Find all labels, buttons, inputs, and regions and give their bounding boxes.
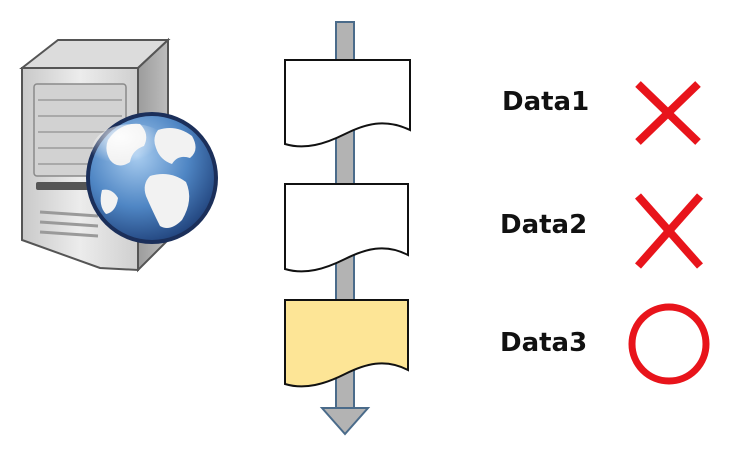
data1-label: Data1 xyxy=(502,87,590,117)
globe-icon xyxy=(86,112,218,244)
cross-icon xyxy=(635,81,701,145)
data3-label: Data3 xyxy=(500,328,588,358)
cross-icon xyxy=(635,193,703,269)
data2-label: Data2 xyxy=(500,210,588,240)
data-packet-2 xyxy=(284,183,409,273)
data-packet-3 xyxy=(284,299,409,388)
data-packet-1 xyxy=(284,59,411,148)
server-globe-icon xyxy=(19,37,218,273)
circle-icon xyxy=(628,303,710,385)
